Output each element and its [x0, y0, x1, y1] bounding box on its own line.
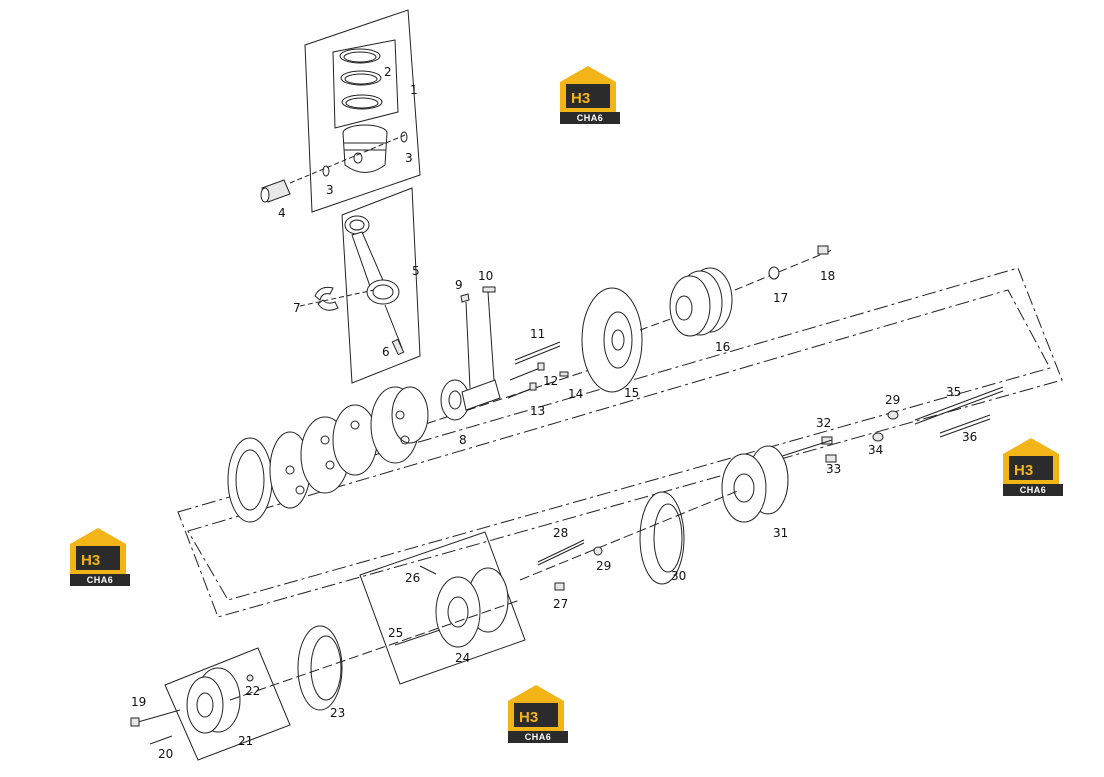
callout-20: 20: [158, 747, 173, 761]
callout-36: 36: [962, 430, 977, 444]
front-hub: [440, 286, 501, 421]
callout-12: 12: [543, 374, 558, 388]
callout-33: 33: [826, 462, 841, 476]
pulley-15: [581, 287, 691, 393]
callout-3b: 3: [326, 183, 334, 197]
callout-1: 1: [410, 83, 418, 97]
logo-label: CHA6: [525, 732, 552, 742]
pulley-16: [669, 245, 833, 337]
callout-26: 26: [405, 571, 420, 585]
callout-4: 4: [278, 206, 286, 220]
callout-8: 8: [459, 433, 467, 447]
callout-14: 14: [568, 387, 583, 401]
callout-30: 30: [671, 569, 686, 583]
callout-24: 24: [455, 651, 470, 665]
logo-mark: H3: [1014, 462, 1033, 479]
piston-group: [260, 9, 421, 213]
callout-5: 5: [412, 264, 420, 278]
callout-22: 22: [245, 684, 260, 698]
callout-29b: 29: [885, 393, 900, 407]
logo-mark: H3: [519, 709, 538, 726]
callout-6: 6: [382, 345, 390, 359]
callout-10: 10: [478, 269, 493, 283]
callout-21: 21: [238, 734, 253, 748]
crankshaft: [227, 359, 621, 523]
logo-label: CHA6: [577, 113, 604, 123]
callout-25: 25: [388, 626, 403, 640]
callout-29a: 29: [596, 559, 611, 573]
callout-18: 18: [820, 269, 835, 283]
callout-3a: 3: [405, 151, 413, 165]
seal-23: [297, 625, 343, 711]
callout-34: 34: [868, 443, 883, 457]
callout-23: 23: [330, 706, 345, 720]
callout-13: 13: [530, 404, 545, 418]
flywheel-housing-group: [130, 599, 521, 761]
logo-mark: H3: [571, 90, 590, 107]
callout-labels: 1 2 3 3 3 4 5 6 7 8 9 10 11 12 13 14 15 …: [131, 65, 977, 761]
logo-label: CHA6: [87, 575, 114, 585]
callout-27: 27: [553, 597, 568, 611]
callout-35: 35: [946, 385, 961, 399]
logo-label: CHA6: [1020, 485, 1047, 495]
callout-19: 19: [131, 695, 146, 709]
connecting-rod-group: [299, 187, 421, 384]
callout-31: 31: [773, 526, 788, 540]
rear-housing: [519, 386, 1004, 585]
callout-17: 17: [773, 291, 788, 305]
callout-7: 7: [293, 301, 301, 315]
callout-16: 16: [715, 340, 730, 354]
callout-11: 11: [530, 327, 545, 341]
rear-cover-group: [359, 531, 565, 685]
callout-9: 9: [455, 278, 463, 292]
logo-mark: H3: [81, 552, 100, 569]
callout-32: 32: [816, 416, 831, 430]
bolts-11-14: [507, 341, 569, 399]
callout-2: 2: [384, 65, 392, 79]
callout-15: 15: [624, 386, 639, 400]
callout-28: 28: [553, 526, 568, 540]
